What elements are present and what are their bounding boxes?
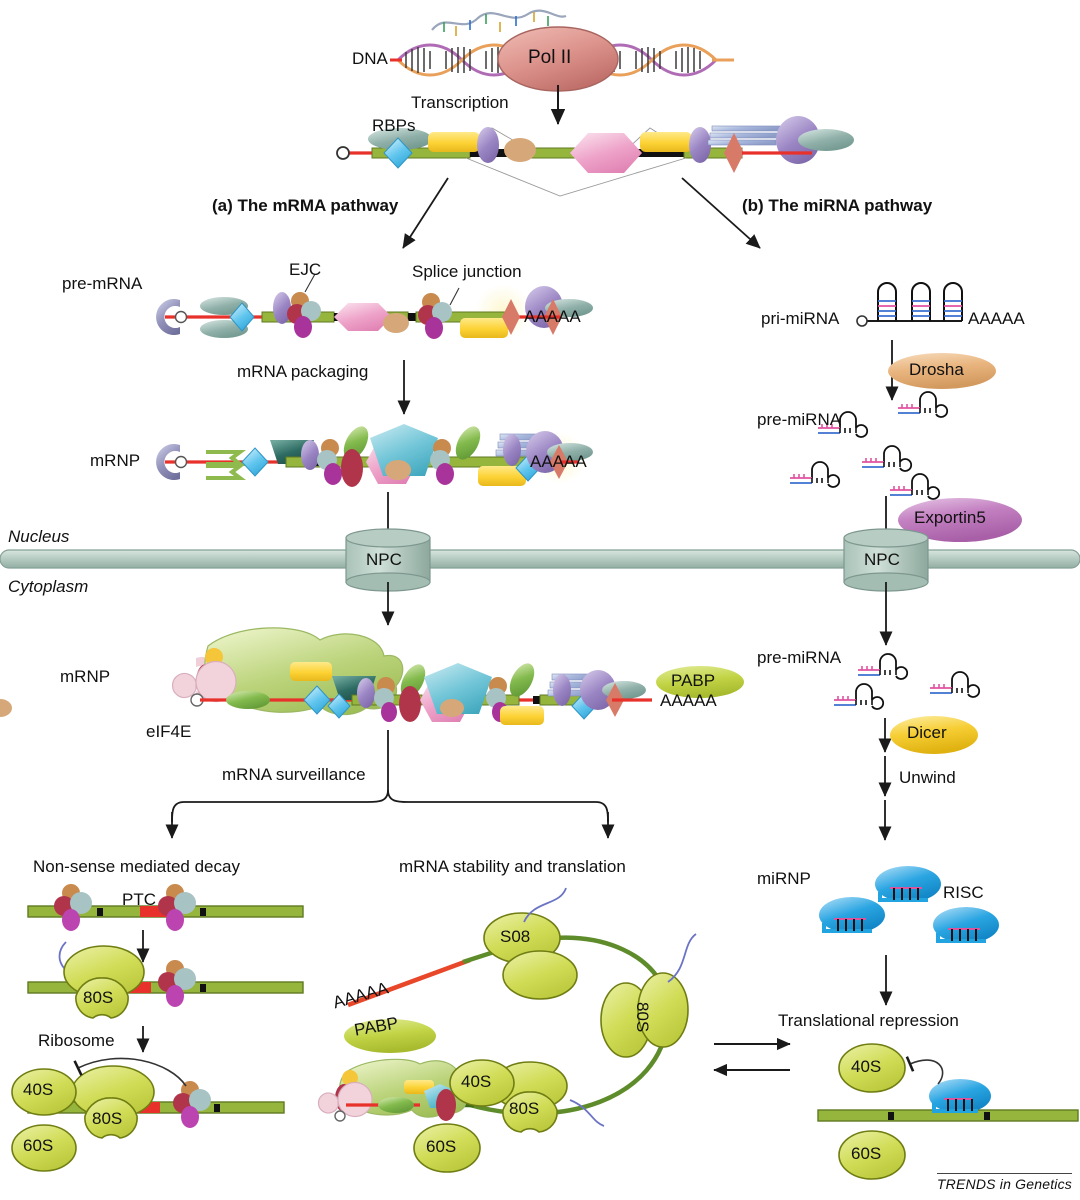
nmd-branch-label: Non-sense mediated decay [33, 857, 240, 876]
mrna-packaging-label: mRNA packaging [237, 362, 369, 381]
stability-branch-label: mRNA stability and translation [399, 857, 626, 876]
pre-mirna-cytoplasmic-group [834, 653, 981, 710]
panel-a-label: (a) The mRMA pathway [212, 196, 399, 215]
nascent-rna [431, 9, 567, 36]
pre-mirna-nuclear-group [790, 391, 949, 500]
nascent-transcript [336, 116, 854, 197]
mrnp-nuclear-label: mRNP [90, 451, 141, 470]
panel-b-label: (b) The miRNA pathway [742, 196, 933, 215]
cytoplasm-label: Cytoplasm [8, 577, 89, 596]
npc-right [843, 528, 929, 592]
transcription-label: Transcription [411, 93, 509, 112]
split-arrow-right [681, 177, 761, 249]
npc-left [345, 528, 431, 592]
pre-mirna-nuclear-label: pre-miRNA [757, 410, 842, 429]
pol2-label: Pol II [528, 47, 572, 68]
rbps-label: RBPs [372, 116, 416, 135]
repressed-40s-label: 40S [851, 1057, 882, 1076]
journal-credit: TRENDS in Genetics [936, 1173, 1072, 1192]
nmd-40s-label: 40S [23, 1080, 54, 1099]
pri-mirna-molecule [856, 282, 963, 327]
ptc-label: PTC [122, 890, 156, 909]
pre-mrna-polya-label: AAAAA [524, 307, 581, 326]
mrnp-cytoplasmic-molecule [0, 627, 744, 725]
polysome-loop [317, 887, 697, 1173]
nmd-80s-label: 80S [83, 988, 114, 1007]
ejc-label: EJC [289, 260, 322, 279]
repressed-mrna [817, 1043, 1079, 1180]
drosha-ellipse [888, 353, 996, 389]
splice-junction-label: Splice junction [412, 262, 522, 281]
nuclear-membrane [0, 549, 1080, 569]
nucleus-label: Nucleus [8, 527, 70, 546]
ribosome-label: Ribosome [38, 1031, 115, 1050]
repressed-60s-label: 60S [851, 1144, 882, 1163]
npc-right-label: NPC [864, 550, 900, 569]
mrna-surveillance-branch [165, 730, 615, 839]
mirnp-label: miRNP [757, 869, 811, 888]
nmd-transcript-row3 [11, 1057, 285, 1172]
dicer-label: Dicer [907, 723, 947, 742]
exportin5-label: Exportin5 [914, 508, 986, 527]
exportin5-ellipse [898, 498, 1022, 542]
drosha-label: Drosha [909, 360, 964, 379]
nmd-80s-bottom-label: 80S [92, 1109, 123, 1128]
dna-label: DNA [352, 49, 388, 68]
hairpin-group [877, 282, 963, 321]
risc-label: RISC [943, 883, 984, 902]
loop-40s-label: 40S [461, 1072, 492, 1091]
pre-mrna-label: pre-mRNA [62, 274, 143, 293]
unwind-label: Unwind [899, 768, 956, 787]
split-arrow-left [402, 177, 449, 249]
translational-repression-label: Translational repression [778, 1011, 959, 1030]
mrnp-nuclear-polya-label: AAAAA [530, 452, 587, 471]
loop-ribosome-right-label: 80S [633, 1002, 652, 1033]
dicer-ellipse [890, 716, 978, 754]
pri-mirna-label: pri-miRNA [761, 309, 840, 328]
eif4e-label: eIF4E [146, 722, 192, 741]
npc-left-label: NPC [366, 550, 402, 569]
mrnp-cyto-label: mRNP [60, 667, 111, 686]
loop-ribosome-bottom-label: 80S [509, 1099, 540, 1118]
mrna-surveillance-label: mRNA surveillance [222, 765, 366, 784]
nmd-transcript-row2 [27, 941, 304, 1053]
mrnp-cyto-polya-label: AAAAA [660, 691, 717, 710]
equilibrium-arrows [713, 1037, 791, 1077]
mrnp-nuclear-molecule [156, 424, 593, 487]
pre-mirna-cyto-label: pre-miRNA [757, 648, 842, 667]
loop-60s-label: 60S [426, 1137, 457, 1156]
risc-complex-group [819, 866, 999, 943]
loop-ribosome-top-label: S08 [500, 927, 531, 946]
nmd-transcript-row1 [27, 884, 304, 963]
nmd-60s-label: 60S [23, 1136, 54, 1155]
pre-mrna-molecule [156, 273, 593, 340]
pri-mirna-polya-label: AAAAA [968, 309, 1025, 328]
pabp-cyto-label: PABP [671, 671, 716, 690]
